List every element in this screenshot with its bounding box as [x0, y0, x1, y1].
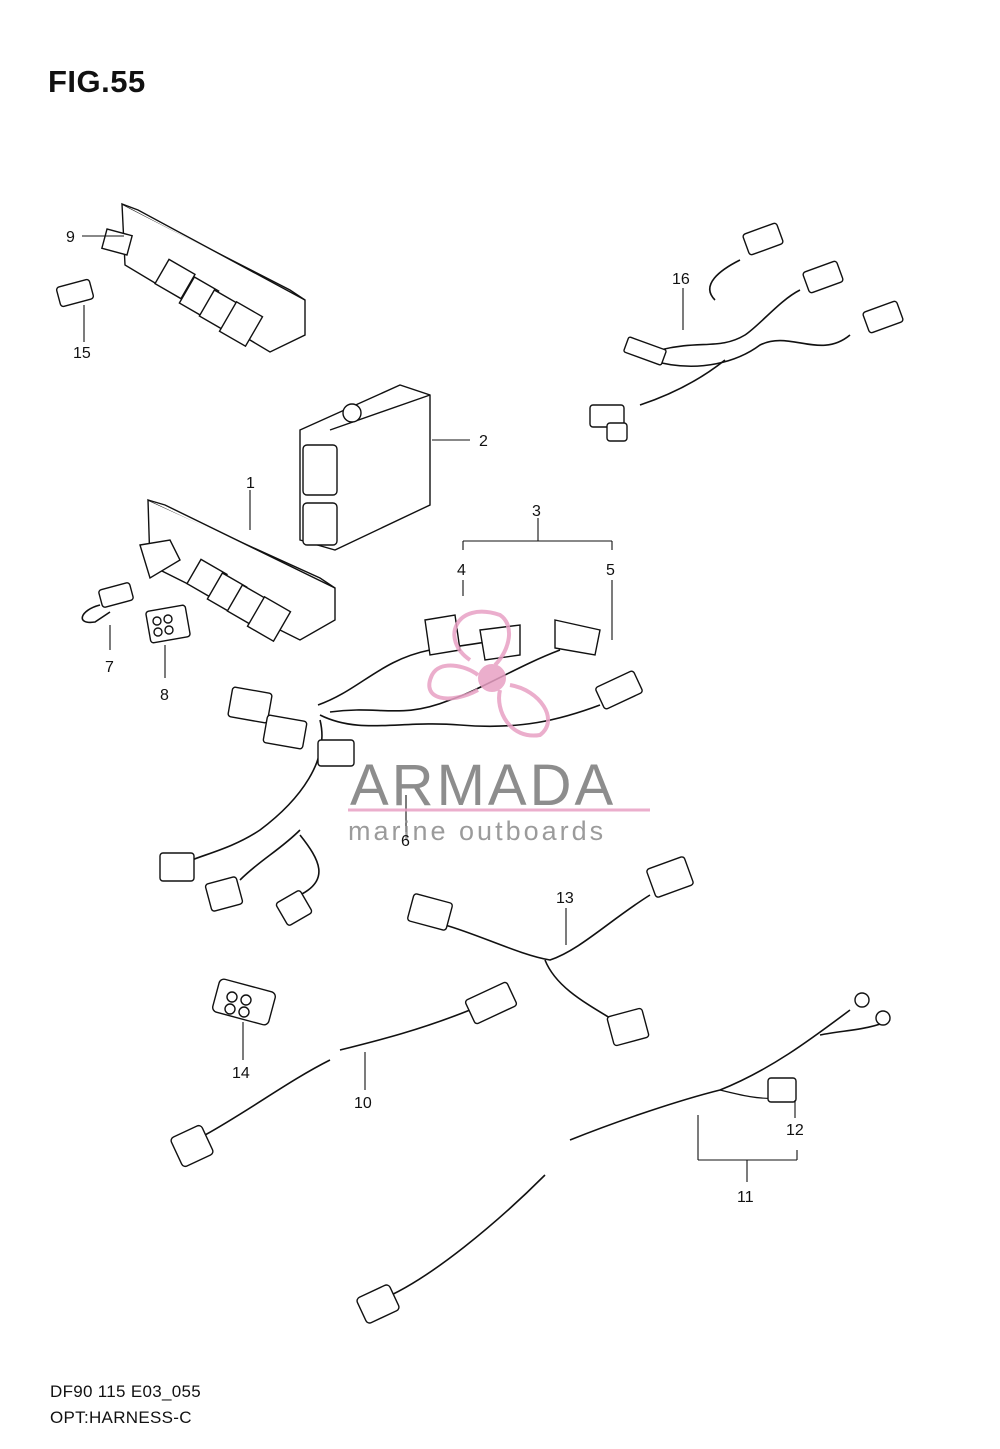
- callout-12[interactable]: 12: [786, 1122, 804, 1139]
- part-16-harness[interactable]: [589, 222, 904, 442]
- callout-2[interactable]: 2: [479, 433, 488, 450]
- part-6-main-harness[interactable]: [159, 614, 643, 926]
- watermark-tagline: marine outboards: [348, 816, 606, 846]
- watermark: ARMADA marine outboards: [348, 609, 650, 846]
- figure-title: FIG.55: [48, 64, 146, 99]
- callout-3[interactable]: 3: [532, 503, 541, 520]
- watermark-brand: ARMADA: [350, 753, 616, 818]
- figure-code: DF90 115 E03_055: [50, 1382, 201, 1401]
- callout-5[interactable]: 5: [606, 562, 615, 579]
- part-10-extension-harness[interactable]: [170, 981, 518, 1168]
- callout-9[interactable]: 9: [66, 229, 75, 246]
- part-8-connector[interactable]: [145, 604, 191, 678]
- watermark-logo: [427, 609, 551, 738]
- callout-1[interactable]: 1: [246, 475, 255, 492]
- callout-11[interactable]: 11: [737, 1189, 754, 1206]
- part-1-relay-box[interactable]: [139, 490, 336, 643]
- callout-16[interactable]: 16: [672, 271, 690, 288]
- part-15-connector[interactable]: [55, 278, 95, 342]
- part-13-harness[interactable]: [407, 856, 694, 1047]
- callout-15[interactable]: 15: [73, 345, 91, 362]
- part-11-battery-harness[interactable]: [356, 992, 891, 1324]
- callout-4[interactable]: 4: [457, 562, 466, 579]
- part-14-grommet[interactable]: [212, 978, 277, 1060]
- figure-name: OPT:HARNESS-C: [50, 1408, 192, 1427]
- part-3-bracket: [462, 518, 613, 640]
- callout-13[interactable]: 13: [556, 890, 574, 907]
- callout-14[interactable]: 14: [232, 1065, 250, 1082]
- part-7-fuse-holder[interactable]: [81, 582, 134, 650]
- callout-10[interactable]: 10: [354, 1095, 372, 1112]
- part-2-control-module[interactable]: [299, 384, 470, 551]
- part-9-relay-box[interactable]: [100, 202, 306, 353]
- callout-7[interactable]: 7: [105, 659, 114, 676]
- callout-6[interactable]: 6: [401, 833, 410, 850]
- callout-8[interactable]: 8: [160, 687, 169, 704]
